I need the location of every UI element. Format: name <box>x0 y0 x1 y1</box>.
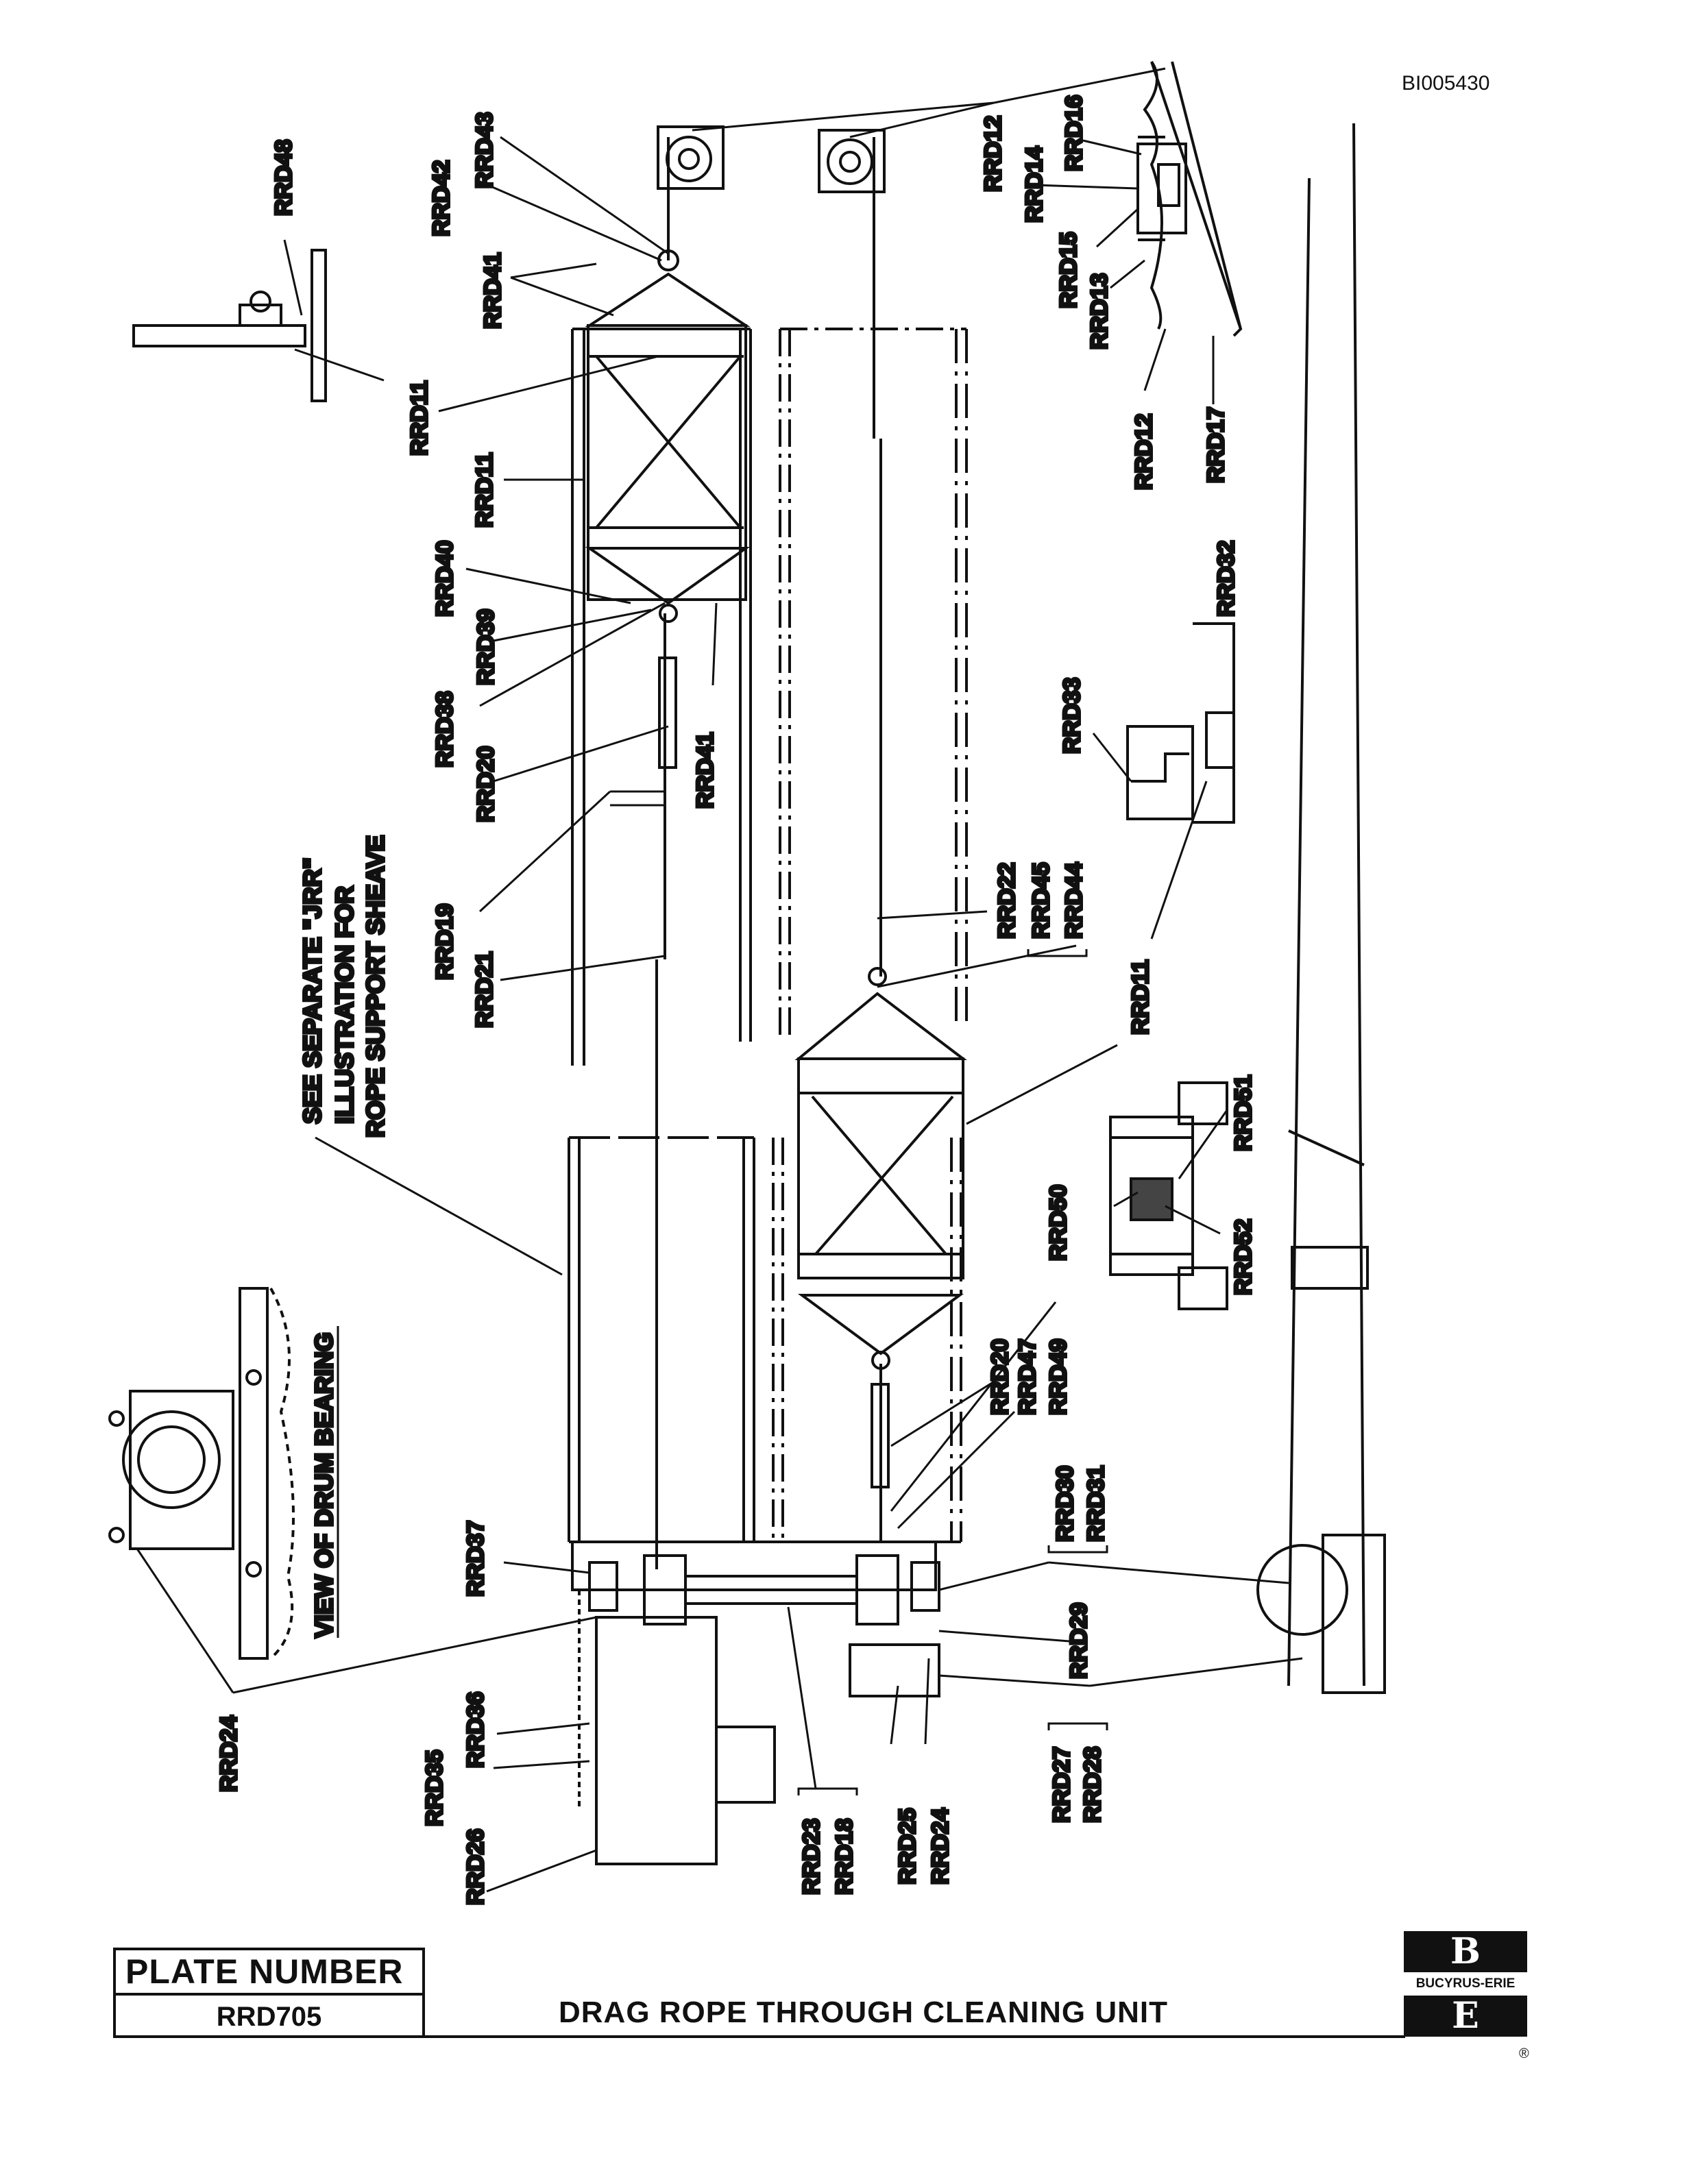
callout-rrd19: RRD19 <box>432 904 458 980</box>
callout-rrd42: RRD42 <box>428 160 454 236</box>
note-separate-line3: ROPE SUPPORT SHEAVE <box>361 835 389 1138</box>
note-separate-line1: SEE SEPARATE "JRR" <box>298 857 326 1124</box>
callout-rrd37: RRD37 <box>463 1521 489 1597</box>
callout-brackets <box>797 949 1108 1795</box>
callout-rrd11-top: RRD11 <box>406 380 433 456</box>
callout-rrd22: RRD22 <box>994 863 1020 939</box>
callout-rrd43: RRD43 <box>472 112 498 188</box>
bucyrus-erie-logo: B BUCYRUS-ERIE E <box>1404 1931 1527 2037</box>
callout-rrd25: RRD25 <box>895 1808 921 1885</box>
callout-rrd31: RRD31 <box>1083 1466 1109 1542</box>
note-drum-bearing: VIEW OF DRUM BEARING <box>310 1332 338 1638</box>
upper-frame-rails <box>571 328 968 1066</box>
drag-ropes <box>655 137 890 1569</box>
plate-number-label: PLATE NUMBER <box>116 1950 422 1996</box>
callout-rrd38: RRD38 <box>432 691 458 768</box>
callout-rrd26: RRD26 <box>463 1829 489 1905</box>
right-ground-rail <box>1256 123 1386 1694</box>
side-bracket-rrd32 <box>1126 622 1235 824</box>
callout-rrd20-top: RRD20 <box>473 746 499 822</box>
callout-rrd41-bottom: RRD41 <box>692 733 718 809</box>
callout-rrd14: RRD14 <box>1021 146 1047 223</box>
upper-truss-frame <box>585 249 751 623</box>
view-notes: VIEW OF DRUM BEARING SEE SEPARATE "JRR" … <box>297 834 391 1639</box>
registered-mark: ® <box>1519 2046 1529 2061</box>
callout-rrd12-bottom: RRD12 <box>1131 414 1157 490</box>
callout-rrd41-top: RRD41 <box>480 253 506 329</box>
callout-rrd52: RRD52 <box>1230 1219 1256 1295</box>
logo-b-block: B <box>1404 1931 1527 1972</box>
right-sheave-assembly <box>1136 60 1243 337</box>
callout-rrd45: RRD45 <box>1028 863 1054 939</box>
drive-assembly <box>571 1541 940 1865</box>
plate-number-value: RRD705 <box>216 2002 322 2032</box>
callout-rrd29: RRD29 <box>1066 1603 1092 1679</box>
lower-frame-rails <box>568 1136 962 1543</box>
callout-rrd21: RRD21 <box>472 952 498 1028</box>
callout-rrd20-bottom: RRD20 <box>987 1339 1013 1415</box>
callout-rrd30: RRD30 <box>1052 1466 1078 1542</box>
roller-bracket-rrd50 <box>1109 1081 1228 1310</box>
callout-rrd27: RRD27 <box>1049 1747 1075 1823</box>
callout-rrd49: RRD49 <box>1045 1339 1071 1415</box>
callout-rrd44: RRD44 <box>1061 862 1087 939</box>
callout-rrd28: RRD28 <box>1080 1747 1106 1823</box>
plate-number-box: PLATE NUMBER RRD705 <box>113 1948 425 2038</box>
callout-rrd36: RRD36 <box>463 1692 489 1768</box>
logo-brand-name: BUCYRUS-ERIE <box>1415 1976 1516 1991</box>
callout-rrd12-top: RRD12 <box>980 116 1006 192</box>
callout-rrd17: RRD17 <box>1203 407 1229 483</box>
callout-rrd32: RRD32 <box>1213 541 1239 617</box>
callout-rrd39: RRD39 <box>473 609 499 685</box>
callout-rrd23: RRD23 <box>799 1819 825 1895</box>
callout-rrd24-left: RRD24 <box>216 1715 242 1792</box>
callout-rrd11-mid: RRD11 <box>472 452 498 528</box>
callout-labels: RRD48 RRD11 RRD42 RRD43 RRD41 RRD11 RRD4… <box>215 94 1258 1906</box>
callout-rrd18: RRD18 <box>831 1819 857 1895</box>
callout-rrd16: RRD16 <box>1061 95 1087 171</box>
leader-lines <box>136 67 1303 1893</box>
document-id: BI005430 <box>1402 72 1490 95</box>
drum-bearing-view <box>108 1287 295 1660</box>
callout-rrd24-bottom: RRD24 <box>927 1808 953 1885</box>
callout-rrd51: RRD51 <box>1230 1075 1256 1151</box>
lower-truss-frame <box>794 967 967 1370</box>
callout-rrd33: RRD33 <box>1059 678 1085 754</box>
callout-rrd40: RRD40 <box>432 541 458 617</box>
callout-rrd48: RRD48 <box>271 140 297 216</box>
logo-e-block: E <box>1404 1996 1527 2037</box>
document-title: DRAG ROPE THROUGH CLEANING UNIT <box>559 1996 1168 2029</box>
title-rule <box>425 2035 1405 2038</box>
top-sheaves <box>657 125 886 193</box>
callout-rrd15: RRD15 <box>1056 232 1082 308</box>
callout-rrd13: RRD13 <box>1086 273 1112 349</box>
callout-rrd50: RRD50 <box>1045 1185 1071 1261</box>
callout-rrd11-right: RRD11 <box>1128 959 1154 1035</box>
top-bracket <box>132 249 327 402</box>
callout-rrd35: RRD35 <box>422 1750 448 1826</box>
note-separate-line2: ILLUSTRATION FOR <box>330 886 358 1124</box>
callout-rrd47: RRD47 <box>1014 1339 1041 1415</box>
